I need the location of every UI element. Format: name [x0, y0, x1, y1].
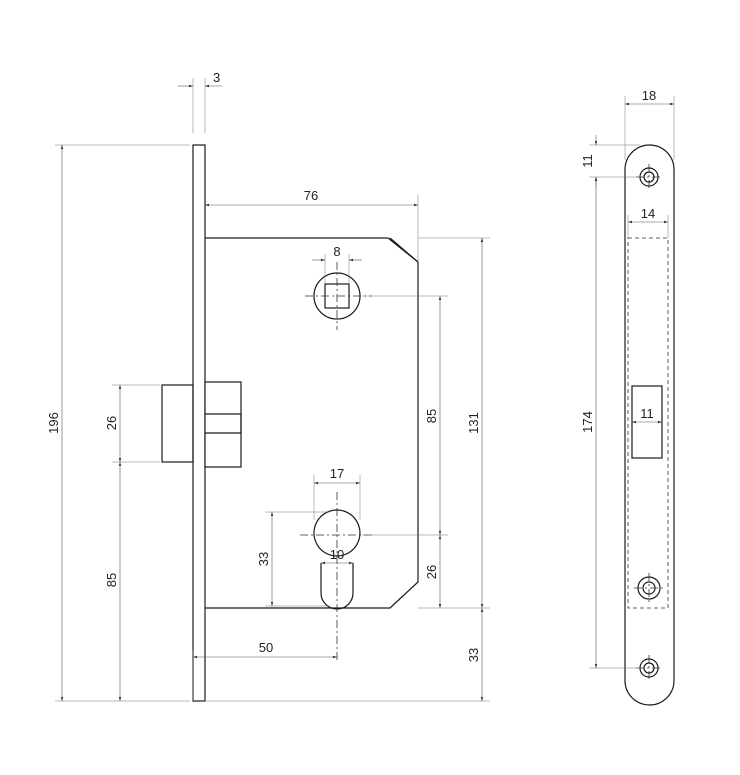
- strike-plate: [624, 144, 675, 706]
- dim-label-76: 76: [304, 188, 318, 203]
- dim-spindle-square: 8: [312, 244, 362, 284]
- dim-backset: 50: [192, 640, 337, 701]
- dim-latch-height: 26: [104, 384, 160, 463]
- dim-strike-recess-width: 14: [627, 206, 669, 238]
- dim-label-85-center: 85: [424, 409, 439, 423]
- strike-screw-hole-middle: [634, 573, 664, 603]
- dim-label-17: 17: [330, 466, 344, 481]
- faceplate: [192, 144, 206, 702]
- dim-label-131: 131: [466, 412, 481, 434]
- dim-label-18: 18: [642, 88, 656, 103]
- dim-label-10: 10: [330, 547, 344, 562]
- dim-faceplate-thickness: 3: [178, 70, 222, 133]
- dim-strike-opening: 11: [632, 406, 662, 424]
- dim-case-height: 131: [418, 237, 490, 609]
- strike-screw-hole-top: [636, 164, 662, 190]
- dim-label-11-opening: 11: [640, 406, 654, 421]
- dim-cylinder-height: 33: [256, 511, 330, 607]
- dim-label-14: 14: [641, 206, 655, 221]
- dim-strike-width: 18: [624, 88, 675, 160]
- dim-label-85-left: 85: [104, 573, 119, 587]
- dim-cylinder-width: 17: [313, 466, 361, 520]
- dim-faceplate-height: 196: [46, 144, 190, 702]
- lock-case: [205, 237, 419, 609]
- dim-spindle-to-cylinder: 85: [362, 295, 448, 536]
- dim-label-196: 196: [46, 412, 61, 434]
- dim-label-50: 50: [259, 640, 273, 655]
- dim-label-8: 8: [333, 244, 340, 259]
- dim-strike-hole-offset: 11: [580, 135, 640, 187]
- dim-bottom-edge-offset: 33: [205, 608, 490, 702]
- spindle-hub: [305, 262, 372, 330]
- dim-backset-overall: 76: [205, 188, 419, 262]
- dim-label-11-top: 11: [580, 154, 595, 168]
- dim-label-3: 3: [213, 70, 220, 85]
- dim-bottom-offset-right: 26: [424, 535, 442, 608]
- cylinder-hole: [300, 492, 372, 662]
- latch-bolt: [161, 381, 242, 468]
- dim-latch-to-bottom: 85: [104, 462, 122, 701]
- dim-label-33-right: 33: [466, 648, 481, 662]
- dim-strike-hole-spacing: 174: [580, 177, 640, 669]
- dim-cylinder-slot: 10: [321, 547, 353, 565]
- dim-label-174: 174: [580, 411, 595, 433]
- dim-label-33-center: 33: [256, 552, 271, 566]
- dim-label-26-left: 26: [104, 416, 119, 430]
- dim-label-26-right: 26: [424, 565, 439, 579]
